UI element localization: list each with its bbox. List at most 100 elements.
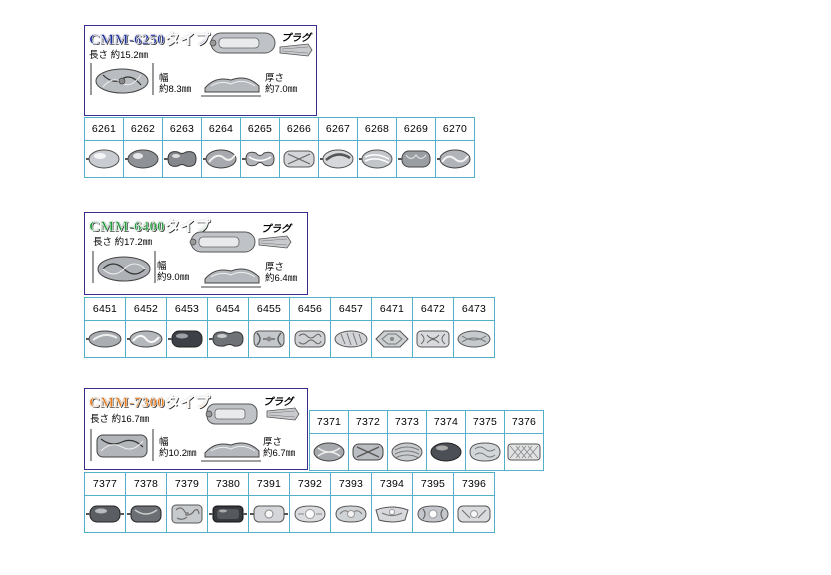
product-grid-7300-row2: 7377 7378 7379 7380 7391 7392 7393 7394 … [84, 472, 495, 533]
product-code: 6270 [435, 117, 475, 141]
front-view-illustration [90, 63, 154, 95]
image-row [84, 320, 495, 358]
product-photo [504, 433, 544, 471]
product-photo [84, 320, 126, 358]
code-row: 6261 6262 6263 6264 6265 6266 6267 6268 … [84, 117, 475, 141]
thickness-label-value: 約7.0㎜ [265, 84, 298, 95]
product-photo [330, 495, 372, 533]
side-view-illustration [201, 77, 261, 97]
product-photo [348, 433, 388, 471]
product-code: 6262 [123, 117, 163, 141]
product-code: 7379 [166, 472, 208, 496]
product-photo [426, 433, 466, 471]
product-code: 7396 [453, 472, 495, 496]
product-code: 6263 [162, 117, 202, 141]
product-code: 6454 [207, 297, 249, 321]
product-code: 7378 [125, 472, 167, 496]
product-photo [453, 495, 495, 533]
product-code: 7373 [387, 410, 427, 434]
product-photo [371, 495, 413, 533]
spec-box-6250: CMM-6250タイプ プラグ 長さ 約15.2㎜ 幅 約8.3㎜ 厚さ 約7.… [84, 25, 317, 116]
product-code: 6452 [125, 297, 167, 321]
product-photo [309, 433, 349, 471]
spec-title: CMM-6250タイプ [89, 32, 211, 49]
product-code: 7394 [371, 472, 413, 496]
product-photo [412, 320, 454, 358]
image-row [84, 140, 475, 178]
product-code: 7376 [504, 410, 544, 434]
product-photo [371, 320, 413, 358]
thickness-label-name: 厚さ [265, 262, 285, 273]
product-photo [396, 140, 436, 178]
spec-title: CMM-7300タイプ [89, 395, 211, 412]
product-code: 6451 [84, 297, 126, 321]
image-row [309, 433, 544, 471]
plug-label: プラグ [281, 33, 311, 44]
product-code: 6453 [166, 297, 208, 321]
product-photo [248, 495, 290, 533]
thickness-label-value: 約6.4㎜ [265, 273, 298, 284]
product-photo [84, 495, 126, 533]
thickness-label: 厚さ 約7.0㎜ [265, 73, 297, 95]
front-view-illustration [92, 251, 156, 283]
product-code: 6473 [453, 297, 495, 321]
product-photo [248, 320, 290, 358]
width-label: 幅 約10.2㎜ [159, 437, 197, 459]
product-photo [330, 320, 372, 358]
product-photo [279, 140, 319, 178]
product-code: 6457 [330, 297, 372, 321]
product-code: 6268 [357, 117, 397, 141]
product-code: 7392 [289, 472, 331, 496]
product-code: 7380 [207, 472, 249, 496]
product-photo [166, 495, 208, 533]
product-code: 7372 [348, 410, 388, 434]
width-label: 幅 約9.0㎜ [157, 261, 189, 283]
product-grid-6250: 6261 6262 6263 6264 6265 6266 6267 6268 … [84, 117, 475, 178]
product-grid-7300-row1: 7371 7372 7373 7374 7375 7376 [309, 410, 544, 471]
front-view-illustration [90, 429, 154, 461]
product-photo [387, 433, 427, 471]
product-photo [84, 140, 124, 178]
thickness-label: 厚さ 約6.4㎜ [265, 262, 297, 284]
product-code: 6266 [279, 117, 319, 141]
product-grid-6400: 6451 6452 6453 6454 6455 6456 6457 6471 … [84, 297, 495, 358]
product-code: 7391 [248, 472, 290, 496]
product-code: 7371 [309, 410, 349, 434]
length-label: 長さ 約17.2㎜ [93, 237, 153, 248]
width-label-name: 幅 [159, 73, 169, 84]
product-code: 7377 [84, 472, 126, 496]
product-photo [240, 140, 280, 178]
plug-label: プラグ [263, 397, 293, 408]
product-photo [435, 140, 475, 178]
product-code: 7374 [426, 410, 466, 434]
product-photo [166, 320, 208, 358]
product-code: 6471 [371, 297, 413, 321]
width-label-value: 約9.0㎜ [157, 272, 190, 283]
product-code: 6267 [318, 117, 358, 141]
code-row: 7371 7372 7373 7374 7375 7376 [309, 410, 544, 434]
product-photo [207, 320, 249, 358]
spec-box-6400: CMM-6400タイプ プラグ 長さ 約17.2㎜ 幅 約9.0㎜ 厚さ 約6.… [84, 212, 308, 295]
product-photo [162, 140, 202, 178]
length-label: 長さ 約16.7㎜ [90, 414, 150, 425]
code-row: 6451 6452 6453 6454 6455 6456 6457 6471 … [84, 297, 495, 321]
product-code: 6456 [289, 297, 331, 321]
product-code: 6269 [396, 117, 436, 141]
product-photo [465, 433, 505, 471]
code-row: 7377 7378 7379 7380 7391 7392 7393 7394 … [84, 472, 495, 496]
product-code: 6472 [412, 297, 454, 321]
plug-illustration [266, 407, 300, 421]
product-photo [207, 495, 249, 533]
spec-title: CMM-6400タイプ [89, 219, 211, 236]
thickness-label-name: 厚さ [265, 73, 285, 84]
thickness-label: 厚さ 約6.7㎜ [263, 437, 295, 459]
image-row [84, 495, 495, 533]
thickness-label-name: 厚さ [263, 437, 283, 448]
back-view-illustration [189, 231, 256, 253]
product-photo [289, 495, 331, 533]
back-view-illustration [209, 32, 276, 54]
product-code: 6265 [240, 117, 280, 141]
product-code: 7375 [465, 410, 505, 434]
width-label: 幅 約8.3㎜ [159, 73, 191, 95]
product-code: 7395 [412, 472, 454, 496]
